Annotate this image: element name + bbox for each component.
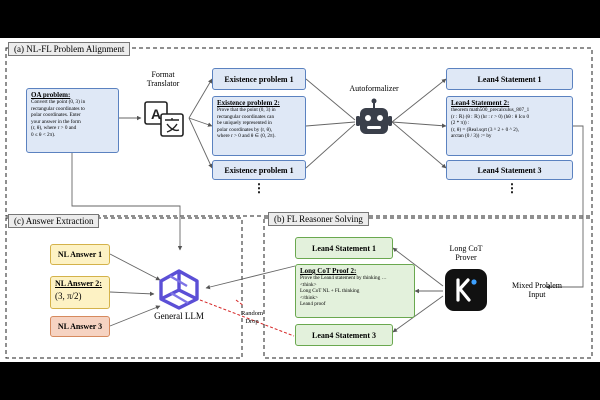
proof-line: <think> xyxy=(300,281,317,288)
autoformalizer-label: Autoformalizer xyxy=(349,84,399,93)
random-drop-label: Random Drop xyxy=(232,310,272,326)
proof-line: Lean4 proof xyxy=(300,301,326,308)
translate-icon: A xyxy=(144,101,184,137)
nl-answer-2-title: NL Answer 2: xyxy=(55,279,102,288)
svg-text:A: A xyxy=(151,106,161,122)
mixed-input-line: Input xyxy=(528,290,546,299)
proof-line: </think> xyxy=(300,294,318,301)
random-drop-line: Drop xyxy=(245,318,259,325)
oa-problem-line: (r, θ), where r > 0 and xyxy=(31,125,77,132)
oa-problem-card: OA problem: Convert the point (0, 3) in … xyxy=(26,88,119,153)
lean-statement-3: Lean4 Statement 3 xyxy=(446,160,573,180)
existence-problem-3: Existence problem 1 xyxy=(212,160,306,180)
lean-line: theorem math500_precalculus_807_1 xyxy=(451,107,530,113)
nl-answer-2-value: (3, π/2) xyxy=(55,291,82,301)
more-dots: ⋮ xyxy=(506,181,518,195)
oa-problem-line: rectangular coordinates to xyxy=(31,105,85,112)
mixed-input-line: Mixed Problem xyxy=(512,281,562,290)
random-drop-line: Random xyxy=(240,310,264,317)
prover-label-line: Long CoT xyxy=(449,244,483,253)
section-label-extraction: (c) Answer Extraction xyxy=(8,214,100,228)
robot-icon xyxy=(356,98,392,134)
solving-lean-statement-1: Lean4 Statement 1 xyxy=(295,237,393,259)
oa-problem-line: 0 ≤ θ < 2π). xyxy=(31,131,56,138)
general-llm-label: General LLM xyxy=(154,311,204,321)
pipeline-diagram: (a) NL-FL Problem Alignment (c) Answer E… xyxy=(0,38,600,362)
existence-line: rectangular coordinates can xyxy=(217,113,275,120)
existence-line: be uniquely represented in xyxy=(217,120,272,127)
long-cot-proof-title: Long CoT Proof 2: xyxy=(300,267,357,275)
kimi-logo-icon xyxy=(445,269,487,311)
lean-statement-2-title: Lean4 Statement 2: xyxy=(451,99,510,107)
oa-problem-line: Convert the point (0, 3) in xyxy=(31,99,86,105)
general-llm-logo-icon xyxy=(159,269,199,310)
proof-line: Long CoT NL + FL thinking xyxy=(300,288,360,295)
more-dots: ⋮ xyxy=(253,181,265,195)
existence-problem-1: Existence problem 1 xyxy=(212,68,306,90)
connector-lines xyxy=(5,47,593,359)
lean-line: (r : ℝ) (θ : ℝ) (hr : r > 0) (hθ : θ Ico… xyxy=(451,113,530,120)
section-label-alignment: (a) NL-FL Problem Alignment xyxy=(8,42,131,56)
existence-line: Prove that the point (0, 3) in xyxy=(217,107,276,113)
prover-label-line: Prover xyxy=(455,253,477,262)
existence-line: polar coordinates by (r, θ), xyxy=(217,126,272,133)
lean-statement-1: Lean4 Statement 1 xyxy=(446,68,573,90)
proof-line: Prove the Lean4 statement by thinking … xyxy=(300,275,387,281)
format-translator-label: Format Translator xyxy=(133,70,193,88)
lean-line: (2 * π)) : xyxy=(451,120,470,127)
oa-problem-line: polar coordinates. Enter xyxy=(31,112,81,119)
prover-label: Long CoT Prover xyxy=(436,244,496,262)
lean-statement-2: Lean4 Statement 2: theorem math500_preca… xyxy=(446,96,573,156)
existence-problem-2-title: Existence problem 2: xyxy=(217,99,280,107)
long-cot-proof-card: Long CoT Proof 2: Prove the Lean4 statem… xyxy=(295,264,415,318)
nl-answer-1: NL Answer 1 xyxy=(50,244,110,265)
nl-answer-2: NL Answer 2: (3, π/2) xyxy=(50,276,110,309)
section-label-solving: (b) FL Reasoner Solving xyxy=(268,212,369,226)
mixed-problem-input-label: Mixed Problem Input xyxy=(500,281,574,299)
oa-problem-title: OA problem: xyxy=(31,91,71,99)
lean-line: arctan (0 / 3)) := by xyxy=(451,133,492,140)
format-translator-label-line: Format xyxy=(151,70,175,79)
oa-problem-line: your answer in the form xyxy=(31,118,81,125)
format-translator-label-line: Translator xyxy=(146,79,180,88)
existence-line: where r > 0 and θ ∈ (0, 2π). xyxy=(217,133,276,140)
existence-problem-2: Existence problem 2: Prove that the poin… xyxy=(212,96,306,156)
lean-line: (r, θ) = (Real.sqrt (3 ^ 2 + 0 ^ 2), xyxy=(451,126,519,133)
solving-lean-statement-3: Lean4 Statement 3 xyxy=(295,324,393,346)
nl-answer-3: NL Answer 3 xyxy=(50,316,110,337)
